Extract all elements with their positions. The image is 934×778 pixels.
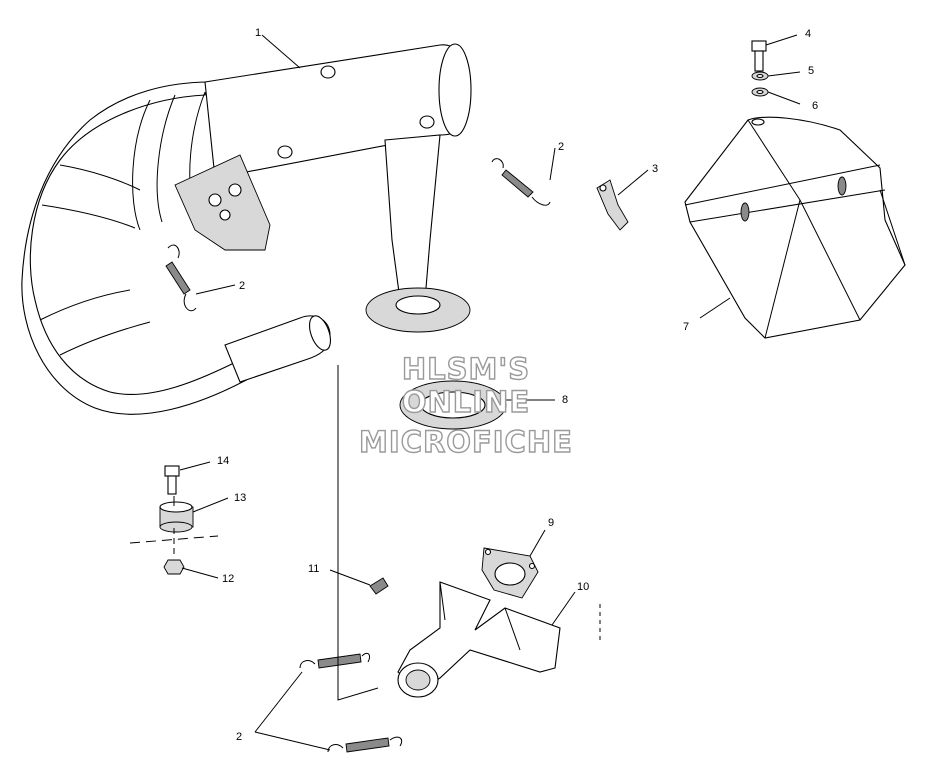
part-14-bolt [164, 465, 180, 495]
part-3-clamp [596, 179, 629, 231]
part-2-spring-upper-left [165, 244, 197, 312]
callout-12: 12 [222, 573, 234, 585]
part-13-rubber-mount [159, 501, 194, 533]
part-2-spring-lower-mid [299, 652, 371, 669]
part-12-nut [163, 559, 185, 575]
callout-13: 13 [234, 492, 246, 504]
part-8-gasket [399, 380, 507, 430]
part-5-washer [751, 71, 769, 81]
callout-1: 1 [255, 27, 261, 39]
part-11-stud [369, 577, 389, 595]
watermark-line-2: ONLINE [402, 385, 530, 419]
callout-6: 6 [812, 100, 818, 112]
part-2-spring-upper-mid [491, 158, 551, 206]
callout-9: 9 [548, 517, 554, 529]
part-7-heat-shield [684, 116, 906, 339]
part-9-manifold-gasket [481, 547, 539, 599]
part-1-exhaust-pipe [21, 43, 472, 415]
callout-8: 8 [562, 394, 568, 406]
watermark-line-1: HLSM'S [402, 352, 530, 386]
part-10-exhaust-manifold [397, 581, 561, 698]
part-6-washer [751, 87, 769, 97]
part-2-spring-lower-bottom [327, 736, 403, 753]
callout-10: 10 [577, 581, 589, 593]
callout-3: 3 [652, 163, 658, 175]
leader-lines [129, 34, 801, 751]
callout-labels: 1 2 2 3 4 5 6 7 8 9 10 11 12 13 14 2 [217, 27, 818, 743]
part-4-bolt [751, 40, 767, 72]
watermark: HLSM'S ONLINE MICROFICHE [358, 351, 573, 459]
callout-4: 4 [805, 28, 811, 40]
callout-2-lower: 2 [236, 731, 242, 743]
callout-5: 5 [808, 65, 814, 77]
callout-7: 7 [683, 321, 689, 333]
callout-2-upper-mid: 2 [558, 141, 564, 153]
watermark-line-3: MICROFICHE [359, 425, 573, 459]
callout-11: 11 [308, 563, 319, 575]
callout-14: 14 [217, 455, 229, 467]
callout-2-upper-left: 2 [239, 280, 245, 292]
